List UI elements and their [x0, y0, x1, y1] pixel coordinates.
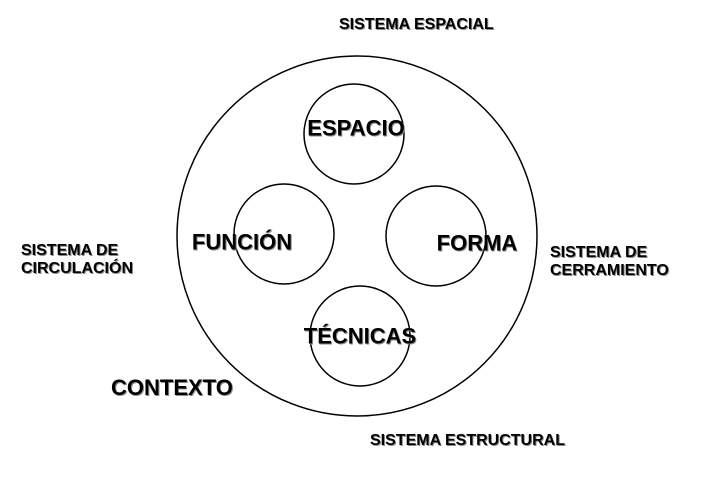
tecnicas-circle: [309, 285, 411, 387]
forma-circle: [385, 185, 487, 287]
funcion-label: FUNCIÓN: [191, 229, 293, 255]
sistema-espacial-label: SISTEMA ESPACIAL: [339, 16, 494, 33]
sistema-cerramiento-label: SISTEMA DE CERRAMIENTO: [550, 244, 669, 281]
forma-label: FORMA: [436, 230, 518, 256]
tecnicas-label: TÉCNICAS: [303, 323, 417, 349]
sistema-circulacion-line1: SISTEMA DE: [21, 242, 119, 259]
espacio-circle: [303, 83, 405, 185]
sistema-circulacion-label: SISTEMA DE CIRCULACIÓN: [21, 242, 133, 279]
espacio-label: ESPACIO: [307, 115, 405, 141]
sistema-estructural-label: SISTEMA ESTRUCTURAL: [370, 432, 565, 449]
funcion-circle: [233, 183, 335, 285]
outer-context-circle: [176, 55, 538, 417]
sistema-cerramiento-line1: SISTEMA DE: [550, 244, 648, 261]
sistema-cerramiento-line2: CERRAMIENTO: [550, 262, 669, 280]
contexto-label: CONTEXTO: [111, 375, 233, 400]
sistema-circulacion-line2: CIRCULACIÓN: [21, 260, 133, 278]
